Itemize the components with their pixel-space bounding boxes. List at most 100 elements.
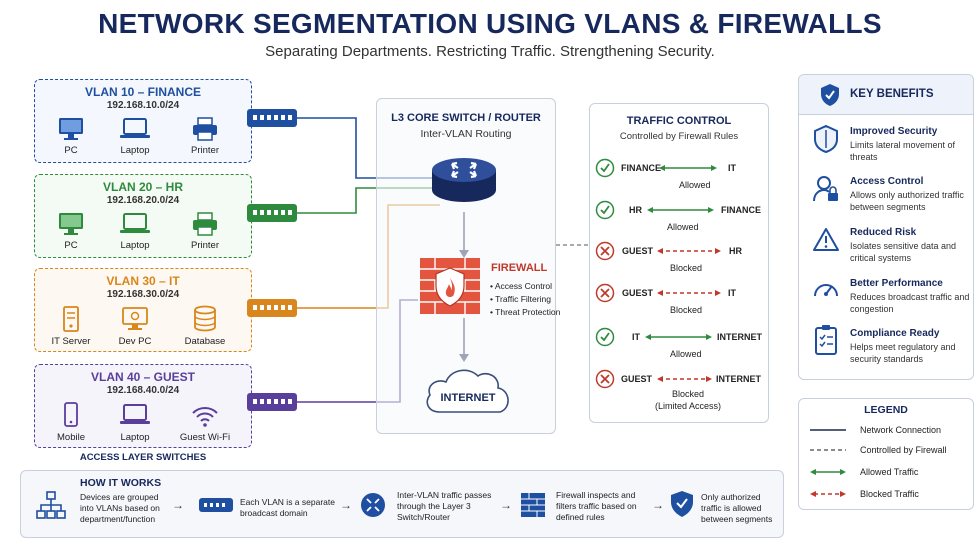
rule-from: HR <box>629 205 642 215</box>
router-icon <box>432 158 496 202</box>
benefit-title: Reduced Risk <box>850 227 917 238</box>
clipboard-icon <box>815 325 837 355</box>
how-title: HOW IT WORKS <box>80 477 162 489</box>
allowed-arrow <box>647 207 714 213</box>
firewall-icon <box>420 258 480 314</box>
pc-device: PC <box>41 211 101 251</box>
how-step: Firewall inspects and filters traffic ba… <box>556 490 637 522</box>
firewall-item: • Traffic Filtering <box>490 294 551 304</box>
laptop-icon <box>120 404 150 424</box>
firewall-item: • Threat Protection <box>490 307 561 317</box>
dev-pc-icon <box>122 307 148 330</box>
laptop-device: Laptop <box>105 116 165 156</box>
server-icon <box>63 306 79 332</box>
rule-from: GUEST <box>621 374 653 384</box>
rule-status: Blocked <box>672 389 705 399</box>
vlan-title: VLAN 10 – FINANCE <box>84 85 202 99</box>
traffic-subtitle: Controlled by Firewall Rules <box>619 131 739 142</box>
legend-swatches <box>810 429 846 497</box>
rule-to: HR <box>729 246 742 256</box>
benefit-desc: Limits lateral movement of threats <box>850 140 956 162</box>
vlan-it: VLAN 30 – IT 192.168.30.0/24 IT Server D… <box>34 268 252 352</box>
legend-item: Blocked Traffic <box>860 489 919 499</box>
laptop-icon <box>120 118 150 138</box>
dev-pc-device: Dev PC <box>105 305 165 347</box>
wifi-device: Guest Wi-Fi <box>175 401 235 443</box>
cloud-icon <box>426 369 509 413</box>
benefit-desc: Allows only authorized traffic between s… <box>850 190 964 212</box>
shield-check-small-icon <box>671 491 693 517</box>
printer-device: Printer <box>175 211 235 251</box>
benefit-title: Compliance Ready <box>850 328 940 339</box>
firewall-item: • Access Control <box>490 281 553 291</box>
cross-icon <box>595 369 615 389</box>
hierarchy-icon <box>36 491 66 519</box>
firewall-title: FIREWALL <box>491 262 548 274</box>
rule-status-note: (Limited Access) <box>655 401 722 411</box>
check-icon <box>595 158 615 178</box>
rule-to: FINANCE <box>721 205 761 215</box>
switch-it-icon <box>247 299 297 317</box>
switch-hr-icon <box>247 204 297 222</box>
blocked-arrow <box>657 376 712 382</box>
vlan-subnet: 192.168.40.0/24 <box>106 385 180 396</box>
rule-to: INTERNET <box>717 332 762 342</box>
rule-from: IT <box>632 332 640 342</box>
user-lock-icon <box>813 176 838 202</box>
legend-title: LEGEND <box>864 404 908 416</box>
rule-status: Blocked <box>670 263 703 273</box>
printer-icon <box>193 212 217 236</box>
benefit-title: Improved Security <box>850 126 938 137</box>
how-step: Devices are grouped into VLANs based on … <box>80 492 160 524</box>
pc-icon <box>59 118 83 140</box>
arrow-right-icon: → <box>172 498 184 512</box>
database-device: Database <box>175 305 235 347</box>
vlan-finance: VLAN 10 – FINANCE 192.168.10.0/24 PC Lap… <box>34 79 252 163</box>
page-subtitle: Separating Departments. Restricting Traf… <box>265 43 715 60</box>
blocked-arrow <box>657 248 721 254</box>
check-icon <box>595 200 615 220</box>
laptop-device: Laptop <box>105 211 165 251</box>
vlan-hr: VLAN 20 – HR 192.168.20.0/24 PC Laptop P… <box>34 174 252 258</box>
benefit-title: Better Performance <box>850 278 943 289</box>
vlan-subnet: 192.168.20.0/24 <box>106 195 180 206</box>
vlan-title: VLAN 40 – GUEST <box>90 370 196 384</box>
legend-item: Allowed Traffic <box>860 467 919 477</box>
vlan-subnet: 192.168.10.0/24 <box>106 100 180 111</box>
rule-from: FINANCE <box>621 163 661 173</box>
traffic-panel <box>589 103 769 423</box>
benefit-desc: Isolates sensitive data and critical sys… <box>850 241 957 263</box>
benefit-desc: Helps meet regulatory and security stand… <box>850 342 956 364</box>
allowed-arrow <box>645 334 712 340</box>
printer-device: Printer <box>175 116 235 156</box>
pc-icon <box>59 213 83 235</box>
legend-panel <box>798 398 974 510</box>
page-title: NETWORK SEGMENTATION USING VLANS & FIREW… <box>98 8 882 39</box>
benefits-title: KEY BENEFITS <box>850 88 934 100</box>
rule-status: Allowed <box>667 222 699 232</box>
core-subtitle: Inter-VLAN Routing <box>420 128 512 140</box>
database-icon <box>194 305 216 332</box>
gauge-icon <box>814 284 838 297</box>
shield-check-icon <box>821 84 839 106</box>
how-panel <box>20 470 784 538</box>
traffic-rules <box>595 158 721 389</box>
mobile-icon <box>64 402 78 427</box>
how-step: Only authorized traffic is allowed betwe… <box>701 492 773 524</box>
internet-label: INTERNET <box>440 392 496 404</box>
server-device: IT Server <box>41 305 101 347</box>
vlan-subnet: 192.168.30.0/24 <box>106 289 180 300</box>
rule-to: IT <box>728 288 736 298</box>
rule-from: GUEST <box>622 288 654 298</box>
printer-icon <box>193 117 217 141</box>
cross-icon <box>595 283 615 303</box>
pc-device: PC <box>41 116 101 156</box>
cross-icon <box>595 241 615 261</box>
benefit-title: Access Control <box>850 176 924 187</box>
blocked-arrow <box>657 290 721 296</box>
access-layer-label: ACCESS LAYER SWITCHES <box>79 452 207 463</box>
firewall-small-icon <box>521 493 545 517</box>
laptop-icon <box>120 213 150 233</box>
legend-item: Controlled by Firewall <box>860 445 947 455</box>
rule-to: INTERNET <box>716 374 761 384</box>
